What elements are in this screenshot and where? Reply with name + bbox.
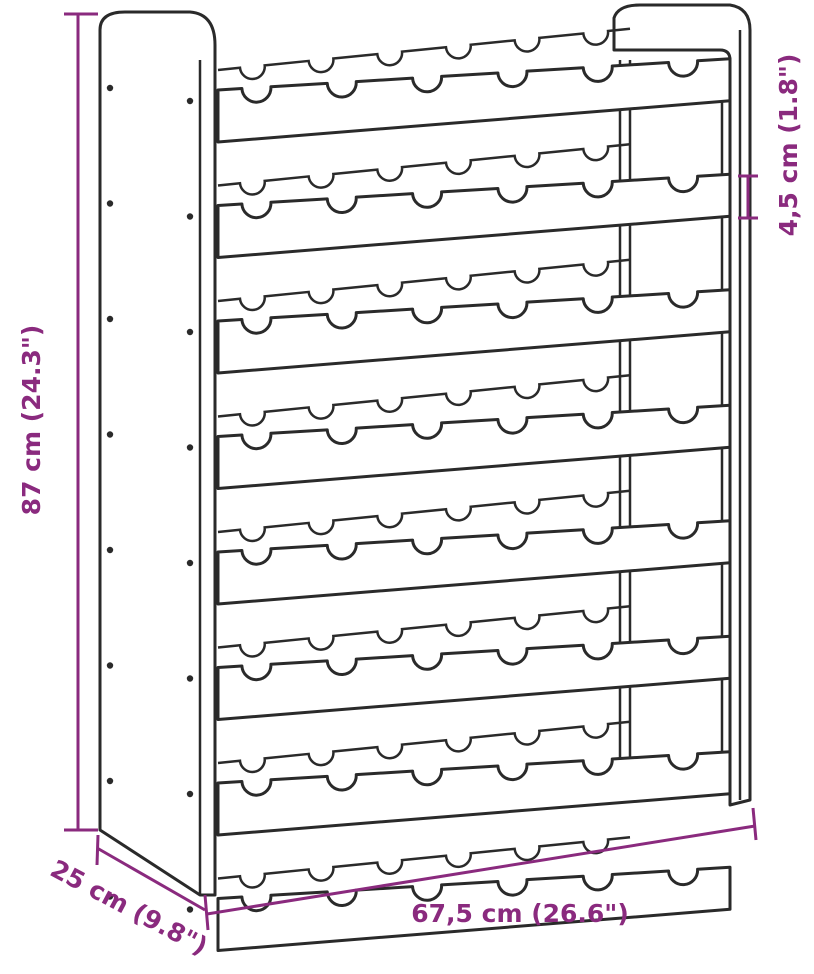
- rail-label: 4,5 cm (1.8"): [774, 54, 803, 237]
- height-label: 87 cm (24.3"): [17, 325, 46, 516]
- shelf: [216, 836, 732, 952]
- screw-dot: [106, 315, 114, 323]
- rear-rail: [217, 720, 631, 774]
- shelf: [216, 720, 732, 837]
- front-rail: [216, 403, 732, 490]
- height-dimension: 87 cm (24.3"): [17, 12, 98, 832]
- front-rail: [216, 172, 732, 259]
- shelf: [216, 143, 732, 259]
- screw-dot: [186, 675, 194, 682]
- front-rail: [216, 750, 732, 837]
- rear-right-post: [612, 3, 752, 807]
- screw-dot: [186, 213, 194, 220]
- shelves: [216, 27, 732, 952]
- screw-dot: [106, 662, 114, 669]
- shelf: [216, 27, 732, 144]
- front-rail: [216, 865, 732, 952]
- left-side-panel: [98, 10, 217, 897]
- screw-dot: [106, 893, 114, 900]
- screw-dot: [186, 906, 194, 913]
- rail-dimension: 4,5 cm (1.8"): [738, 54, 803, 237]
- front-rail: [216, 634, 732, 721]
- screw-dot: [186, 790, 194, 798]
- width-dimension: 67,5 cm (26.6"): [203, 807, 758, 931]
- screw-dot: [106, 777, 114, 785]
- shelf: [216, 374, 732, 490]
- rear-rail: [217, 489, 631, 543]
- side-panel-screws: [106, 84, 194, 913]
- rear-rail: [217, 258, 631, 312]
- screw-dot: [106, 84, 114, 92]
- rear-rail: [217, 836, 631, 889]
- rear-rail: [217, 374, 631, 427]
- front-rail: [216, 288, 732, 375]
- rear-rail: [217, 143, 631, 196]
- screw-dot: [106, 546, 114, 554]
- rear-rail: [217, 605, 631, 658]
- screw-dot: [106, 200, 114, 207]
- width-label: 67,5 cm (26.6"): [411, 899, 629, 928]
- shelf: [216, 605, 732, 721]
- shelf: [216, 489, 732, 606]
- rear-rail: [217, 27, 631, 81]
- screw-dot: [106, 431, 114, 438]
- shelf: [216, 258, 732, 375]
- front-rail: [216, 519, 732, 606]
- front-rail: [216, 57, 732, 144]
- screw-dot: [186, 97, 194, 105]
- screw-dot: [186, 559, 194, 567]
- screw-dot: [186, 328, 194, 336]
- screw-dot: [186, 444, 194, 451]
